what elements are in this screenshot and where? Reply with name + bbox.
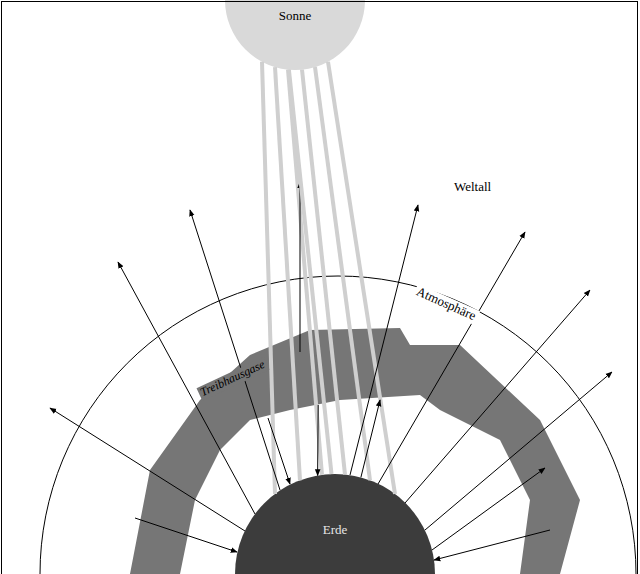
space-label: Weltall xyxy=(452,180,493,195)
radiation-connector xyxy=(317,405,319,476)
node-label: Sonne xyxy=(277,9,314,24)
earth-shape: Erde xyxy=(235,474,435,574)
radiation-connector xyxy=(289,70,332,474)
atmosphere-label: Atmosphäre xyxy=(412,284,480,325)
node-label: Erde xyxy=(321,523,350,538)
sun-shape: Sonne xyxy=(225,0,365,72)
sun-rays xyxy=(262,62,395,494)
radiation-connector xyxy=(361,400,380,477)
